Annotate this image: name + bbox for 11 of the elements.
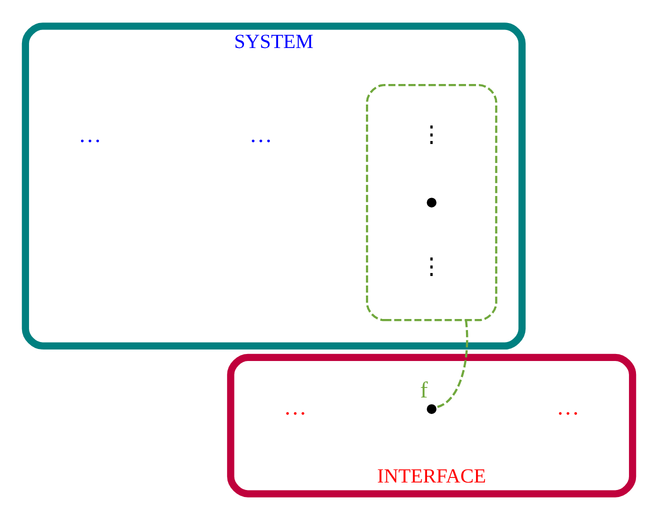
node-circle bbox=[426, 198, 436, 208]
node-text: ⋮ bbox=[420, 122, 444, 148]
cluster bbox=[366, 84, 498, 322]
node-text: … bbox=[78, 122, 102, 148]
node-circle bbox=[426, 404, 436, 414]
node-text: ⋮ bbox=[420, 254, 444, 279]
node-text: … bbox=[556, 394, 580, 420]
node-text: … bbox=[284, 394, 307, 420]
node-text: … bbox=[249, 122, 272, 148]
connector bbox=[435, 320, 468, 408]
node-label: f bbox=[420, 378, 428, 402]
